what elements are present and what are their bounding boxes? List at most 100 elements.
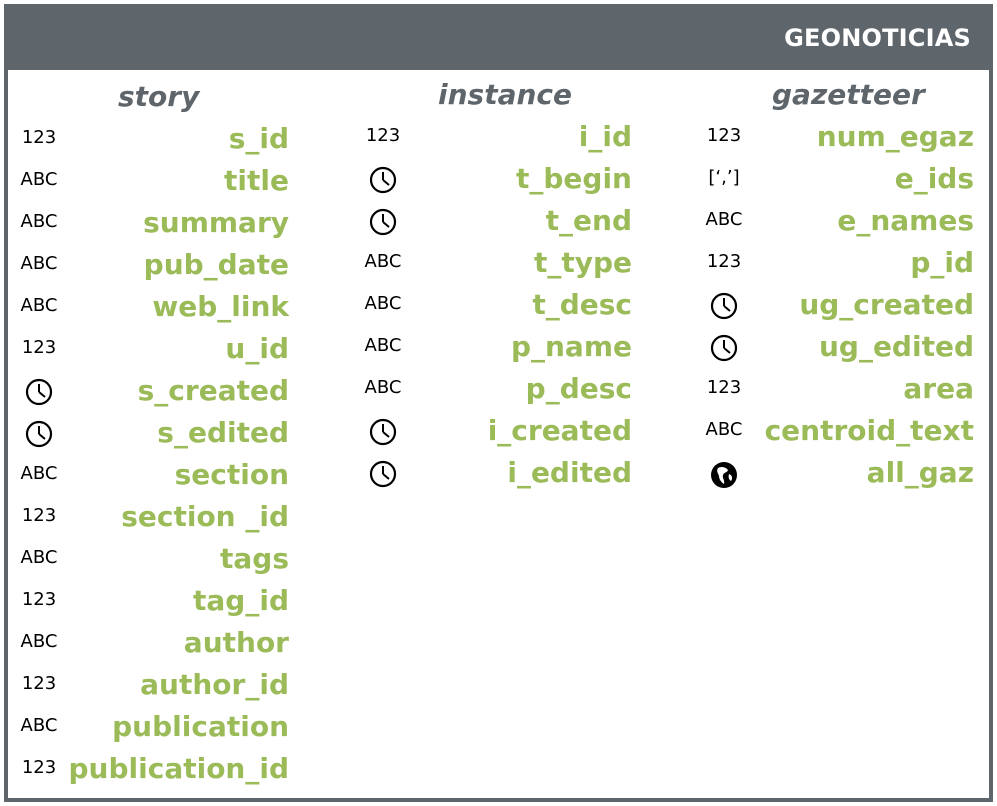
field-row: ABC publication — [17, 707, 289, 749]
field-name: summary — [143, 206, 289, 239]
field-row: s_edited — [17, 413, 289, 455]
field-row: ABC t_type — [361, 243, 632, 285]
field-name: section — [174, 458, 289, 491]
field-type-label: 123 — [706, 251, 742, 272]
field-name: e_names — [837, 204, 974, 237]
field-row: 123 section _id — [17, 497, 289, 539]
field-row: ABC e_names — [702, 201, 974, 243]
field-name: p_desc — [525, 372, 632, 405]
field-row: 123 i_id — [361, 117, 632, 159]
field-name: ug_edited — [818, 330, 974, 363]
field-type-label: ABC — [705, 209, 743, 230]
field-row: s_created — [17, 371, 289, 413]
field-type-label: 123 — [21, 505, 57, 526]
field-row: ABC title — [17, 161, 289, 203]
clock-icon — [702, 334, 746, 362]
field-type-label: 123 — [706, 377, 742, 398]
field-name: web_link — [152, 290, 289, 323]
field-type-label: [‘,’] — [708, 167, 740, 188]
field-type-label: 123 — [365, 125, 401, 146]
field-row: all_gaz — [702, 453, 974, 495]
field-name: i_created — [487, 414, 632, 447]
field-name: t_begin — [516, 162, 632, 195]
field-name: centroid_text — [764, 414, 974, 447]
field-row: i_created — [361, 411, 632, 453]
field-row: ABC author — [17, 623, 289, 665]
field-type-label: 123 — [21, 337, 57, 358]
field-name: s_edited — [157, 416, 289, 449]
field-name: t_end — [545, 204, 632, 237]
field-type-label: ABC — [20, 631, 58, 652]
field-type-label: 123 — [21, 589, 57, 610]
field-type-label: ABC — [20, 463, 58, 484]
field-name: i_id — [578, 120, 632, 153]
clock-icon — [361, 166, 405, 194]
field-row: ABC p_desc — [361, 369, 632, 411]
header-bar: GEONOTICIAS — [8, 8, 989, 70]
field-name: section _id — [121, 500, 289, 533]
field-name: publication_id — [68, 752, 290, 785]
field-type-label: ABC — [20, 715, 58, 736]
field-row: i_edited — [361, 453, 632, 495]
field-type-label: ABC — [20, 211, 58, 232]
field-row: ABC tags — [17, 539, 289, 581]
field-name: title — [224, 164, 289, 197]
field-row: t_end — [361, 201, 632, 243]
field-type-label: ABC — [364, 293, 402, 314]
field-row: 123 u_id — [17, 329, 289, 371]
field-name: p_id — [910, 246, 974, 279]
field-name: author — [183, 626, 289, 659]
field-name: all_gaz — [866, 456, 974, 489]
clock-icon — [361, 208, 405, 236]
field-type-label: ABC — [364, 251, 402, 272]
field-row: ABC p_name — [361, 327, 632, 369]
field-row: ABC summary — [17, 203, 289, 245]
field-type-label: ABC — [364, 335, 402, 356]
field-row: 123 s_id — [17, 119, 289, 161]
field-name: area — [903, 372, 974, 405]
clock-icon — [702, 292, 746, 320]
field-name: publication — [112, 710, 289, 743]
field-row: 123 num_egaz — [702, 117, 974, 159]
field-type-label: ABC — [20, 169, 58, 190]
field-name: e_ids — [894, 162, 974, 195]
page-title: GEONOTICIAS — [784, 24, 971, 52]
field-type-label: ABC — [20, 253, 58, 274]
field-type-label: 123 — [706, 125, 742, 146]
field-name: num_egaz — [816, 120, 974, 153]
field-name: s_created — [137, 374, 289, 407]
clock-icon — [17, 378, 61, 406]
column-title-instance: instance — [438, 78, 572, 111]
field-type-label: ABC — [705, 419, 743, 440]
field-row: t_begin — [361, 159, 632, 201]
field-name: ug_created — [799, 288, 974, 321]
geonoticias-panel: GEONOTICIAS — [4, 4, 993, 802]
field-row: 123 p_id — [702, 243, 974, 285]
field-row: [‘,’] e_ids — [702, 159, 974, 201]
field-name: t_type — [533, 246, 632, 279]
clock-icon — [361, 460, 405, 488]
field-type-label: ABC — [20, 547, 58, 568]
column-title-gazetteer: gazetteer — [772, 78, 925, 111]
field-name: tags — [220, 542, 289, 575]
field-name: p_name — [510, 330, 632, 363]
field-name: pub_date — [143, 248, 289, 281]
field-type-label: 123 — [21, 127, 57, 148]
field-type-label: ABC — [364, 377, 402, 398]
globe-icon — [702, 460, 746, 488]
field-row: ug_created — [702, 285, 974, 327]
field-name: s_id — [228, 122, 289, 155]
field-name: i_edited — [507, 456, 632, 489]
field-row: ABC centroid_text — [702, 411, 974, 453]
field-name: u_id — [225, 332, 289, 365]
field-row: 123 area — [702, 369, 974, 411]
clock-icon — [361, 418, 405, 446]
